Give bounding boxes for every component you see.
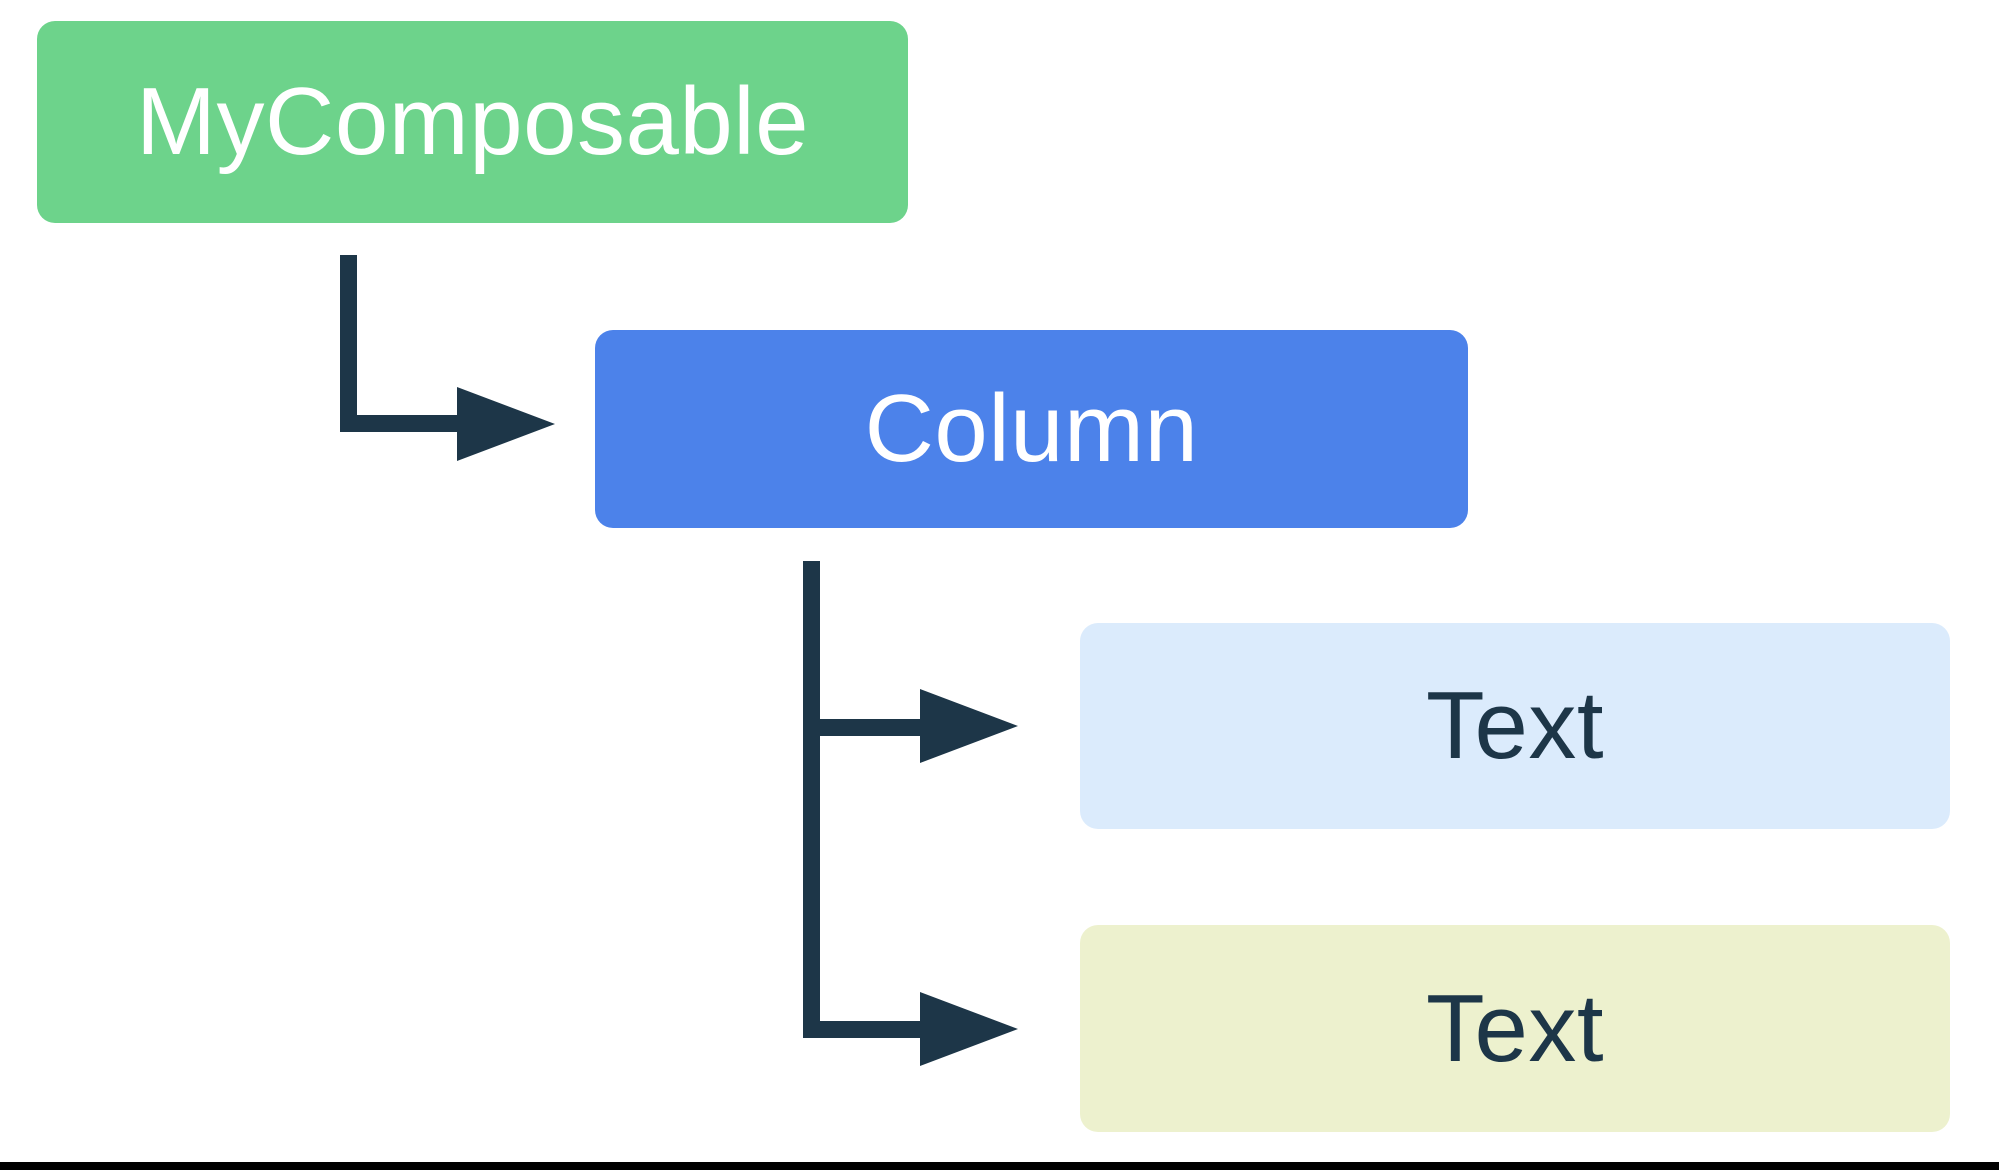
node-text-first-label: Text xyxy=(1425,672,1605,779)
node-column: Column xyxy=(595,330,1468,528)
connector-mycomposable-column-horizontal-line xyxy=(340,415,460,432)
bottom-edge-rule xyxy=(0,1162,1999,1170)
connector-column-text-first-horizontal-line xyxy=(803,719,923,736)
node-text-first: Text xyxy=(1080,623,1950,829)
arrowhead-right-icon xyxy=(920,689,1018,763)
arrowhead-right-icon xyxy=(457,387,555,461)
arrowhead-right-icon xyxy=(920,992,1018,1066)
connector-column-text-second-horizontal-line xyxy=(803,1021,923,1038)
node-mycomposable: MyComposable xyxy=(37,21,908,223)
node-column-label: Column xyxy=(864,375,1199,482)
connector-mycomposable-column-vertical-line xyxy=(340,255,357,432)
node-text-second-label: Text xyxy=(1425,974,1605,1082)
node-mycomposable-label: MyComposable xyxy=(136,68,809,175)
node-text-second: Text xyxy=(1080,925,1950,1132)
connector-column-children-vertical-line xyxy=(803,561,820,1038)
